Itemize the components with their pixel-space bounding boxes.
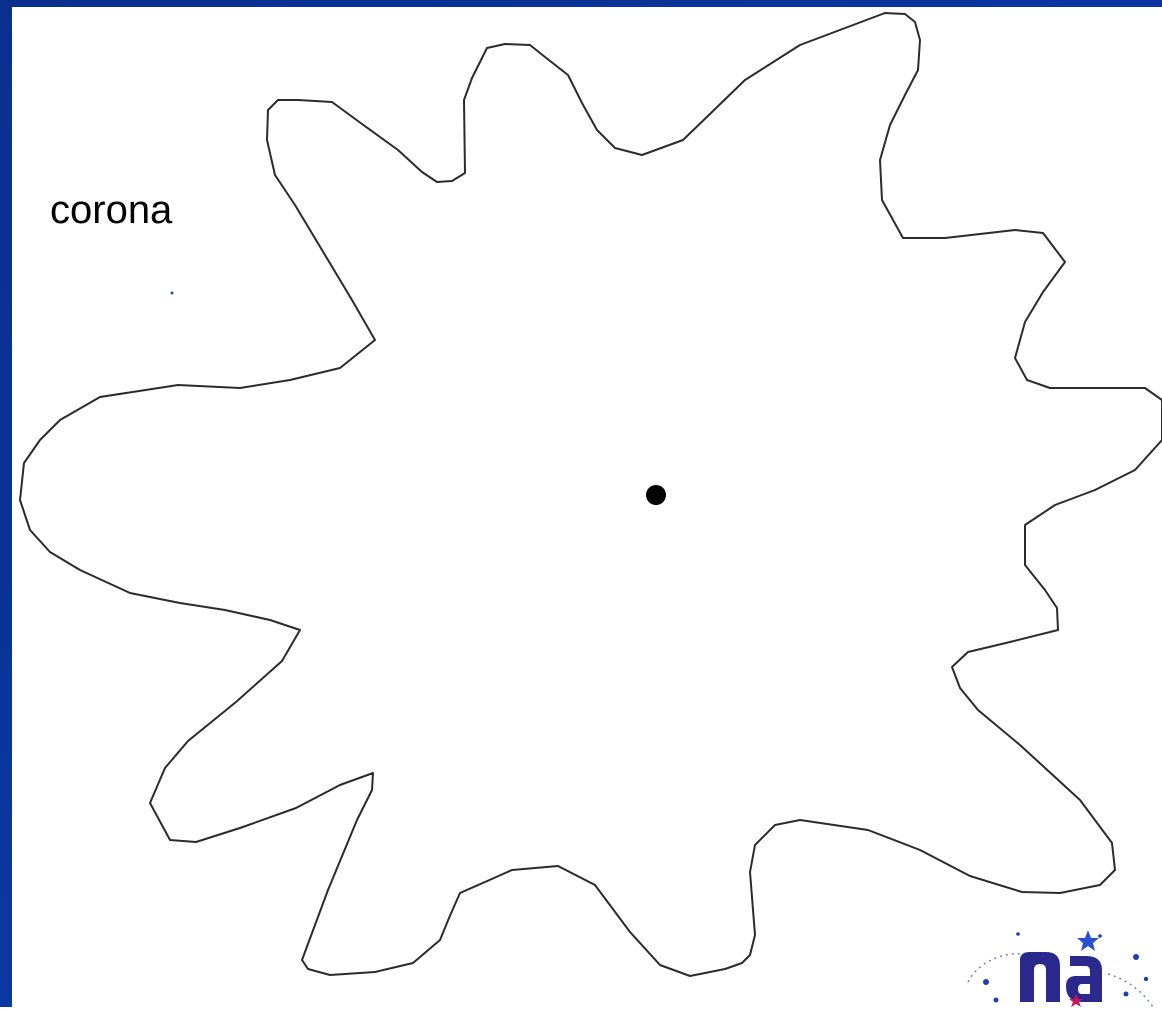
corona-outline (20, 13, 1162, 976)
center-dot (646, 485, 666, 505)
logo-letters (1020, 952, 1102, 1002)
logo-star-icon (1077, 930, 1099, 951)
na-logo-icon (958, 922, 1158, 1007)
corona-label: corona (50, 190, 172, 230)
stray-dot (171, 292, 174, 295)
logo-orbit-dots (968, 932, 1153, 1007)
